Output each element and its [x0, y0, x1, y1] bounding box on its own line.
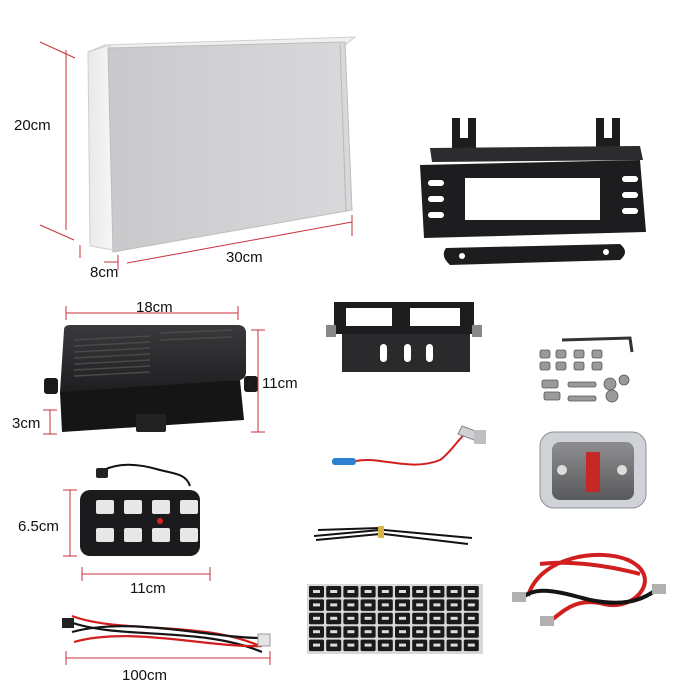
battery-cables [512, 552, 666, 626]
harness-length-label: 100cm [122, 667, 168, 684]
fuse-tap-wire [332, 425, 486, 466]
switch-panel [80, 463, 200, 556]
sticker-glyph [450, 643, 458, 647]
box-height-label: 20cm [14, 117, 51, 134]
sticker-glyph [467, 630, 475, 634]
box-depth-label: 8cm [90, 264, 119, 281]
controller-width-label: 18cm [136, 299, 173, 316]
sticker-glyph [330, 603, 338, 607]
sticker-glyph [416, 616, 424, 620]
sticker-glyph [433, 643, 441, 647]
sticker-glyph [364, 590, 372, 593]
sticker-glyph [467, 616, 475, 620]
sticker-glyph [399, 616, 406, 620]
control-box [44, 325, 258, 432]
sticker-glyph [450, 603, 458, 607]
sticker-glyph [330, 630, 338, 634]
sticker-glyph [399, 643, 406, 647]
sticker-glyph [416, 643, 424, 647]
panel-width-label: 11cm [130, 580, 166, 597]
box-width-label: 30cm [226, 249, 263, 266]
controller-depth-label: 11cm [262, 375, 298, 392]
panel-height-label: 6.5cm [18, 518, 59, 535]
sticker-glyph [330, 590, 338, 593]
sticker-glyph [364, 603, 372, 607]
cable-ties [313, 526, 473, 545]
sticker-glyph [364, 643, 372, 647]
sticker-glyph [313, 630, 320, 634]
sticker-glyph [467, 603, 475, 607]
sticker-glyph [381, 590, 389, 593]
packaging-box [87, 36, 357, 253]
sticker-glyph [450, 590, 458, 593]
icon-sticker-sheet [307, 584, 483, 654]
sticker-glyph [399, 590, 406, 593]
circuit-breaker [539, 431, 647, 509]
sticker-glyph [381, 603, 389, 607]
screw-set [539, 336, 634, 403]
control-box-dimension-lines [43, 306, 265, 435]
sticker-glyph [364, 630, 372, 634]
mounting-bracket-large [420, 118, 646, 238]
switch-panel-dimension-lines [63, 489, 211, 581]
sticker-glyph [467, 590, 475, 593]
sticker-glyph [381, 616, 389, 620]
sticker-glyph [450, 616, 458, 620]
mounting-strap [443, 244, 625, 265]
sticker-glyph [347, 590, 355, 593]
sticker-glyph [313, 616, 320, 620]
sticker-glyph [313, 643, 320, 647]
sticker-glyph [450, 630, 458, 634]
sticker-glyph [467, 643, 475, 647]
sticker-glyph [399, 630, 406, 634]
sticker-glyph [416, 630, 424, 634]
controller-height-label: 3cm [12, 415, 41, 432]
sticker-glyph [416, 603, 424, 607]
sticker-glyph [347, 616, 355, 620]
sticker-glyph [433, 603, 441, 607]
sticker-glyph [381, 630, 389, 634]
box-dimension-lines [39, 41, 353, 270]
sticker-glyph [364, 616, 372, 620]
sticker-glyph [347, 643, 355, 647]
sticker-glyph [433, 590, 441, 593]
harness-dimension-line [65, 651, 271, 665]
sticker-glyph [381, 643, 389, 647]
sticker-glyph [313, 590, 320, 593]
sticker-glyph [433, 616, 441, 620]
sticker-glyph [313, 603, 320, 607]
sticker-glyph [416, 590, 424, 593]
sticker-glyph [330, 616, 338, 620]
sticker-glyph [347, 603, 355, 607]
panel-bracket [326, 302, 482, 372]
sticker-glyph [433, 630, 441, 634]
sticker-glyph [330, 643, 338, 647]
wiring-harness [62, 614, 271, 654]
sticker-glyph [399, 603, 406, 607]
sticker-glyph [347, 630, 355, 634]
